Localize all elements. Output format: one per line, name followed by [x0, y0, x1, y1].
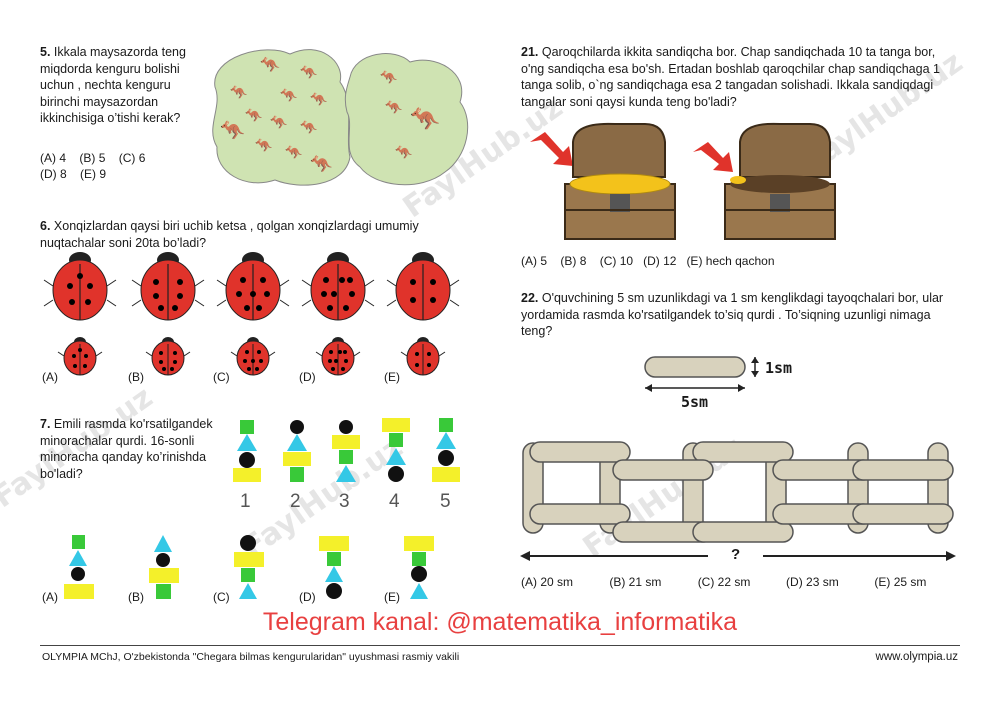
tower-number: 3: [339, 491, 350, 512]
svg-text:🦘: 🦘: [395, 144, 413, 160]
stick-diagram: [644, 356, 759, 392]
svg-text:🦘: 🦘: [310, 91, 328, 107]
question-22: 22. O'quvchining 5 sm uzunlikdagi va 1 s…: [521, 290, 961, 340]
option-c[interactable]: (C) 22 sm: [697, 575, 751, 589]
option-b[interactable]: (B): [128, 370, 144, 384]
question-6: 6. Xonqizlardan qaysi biri uchib ketsa ,…: [40, 218, 460, 251]
option-a[interactable]: (A) 5: [521, 254, 548, 268]
option-c[interactable]: (C): [213, 590, 230, 604]
svg-text:🦘: 🦘: [300, 119, 318, 135]
svg-text:🦘: 🦘: [260, 56, 280, 74]
option-a[interactable]: (A): [42, 370, 58, 384]
option-d[interactable]: (D) 23 sm: [786, 575, 839, 589]
tower-number: 4: [389, 491, 400, 512]
answer-options: (A) 5 (B) 8 (C) 10 (D) 12 (E) hech qacho…: [521, 254, 775, 268]
option-e[interactable]: (E) hech qachon: [686, 254, 775, 268]
option-d[interactable]: (D) 12: [643, 254, 677, 268]
question-text: O'quvchining 5 sm uzunlikdagi va 1 sm ke…: [521, 291, 944, 338]
option-d[interactable]: (D) 8: [40, 167, 67, 181]
svg-text:🦘: 🦘: [410, 106, 440, 133]
width-label: 1sm: [765, 359, 793, 377]
option-e[interactable]: (E) 25 sm: [874, 575, 927, 589]
question-number: 7.: [40, 417, 51, 431]
option-b[interactable]: (B) 8: [560, 254, 587, 268]
length-label: 5sm: [681, 393, 709, 411]
option-e[interactable]: (E): [384, 370, 400, 384]
option-d[interactable]: (D): [299, 590, 316, 604]
svg-text:🦘: 🦘: [230, 84, 248, 100]
svg-text:🦘: 🦘: [220, 120, 245, 142]
tower-number: 5: [440, 491, 451, 512]
option-c[interactable]: (C) 10: [599, 254, 634, 268]
svg-text:🦘: 🦘: [310, 154, 333, 174]
answer-options: (A) 20 sm (B) 21 sm (C) 22 sm (D) 23 sm …: [521, 575, 961, 589]
kangaroo-meadows-image: 🦘 🦘 🦘 🦘 🦘 🦘 🦘 🦘 🦘 🦘 🦘 🦘 🦘 🦘 🦘 🦘: [212, 49, 469, 186]
question-number: 6.: [40, 219, 51, 233]
question-number: 5.: [40, 45, 51, 59]
option-d[interactable]: (D): [299, 370, 316, 384]
question-mark: ?: [731, 546, 741, 563]
question-text: Xonqizlardan qaysi biri uchib ketsa , qo…: [40, 219, 419, 250]
svg-text:🦘: 🦘: [280, 87, 298, 103]
option-c[interactable]: (C) 6: [118, 151, 146, 165]
tower-number: 1: [240, 491, 251, 512]
treasure-chests-image: [530, 122, 836, 240]
question-number: 22.: [521, 291, 539, 305]
option-a[interactable]: (A) 4: [40, 151, 67, 165]
option-a[interactable]: (A): [42, 590, 58, 604]
telegram-channel-link[interactable]: Telegram kanal: @matematika_informatika: [262, 608, 738, 636]
option-b[interactable]: (B): [128, 590, 144, 604]
option-b[interactable]: (B) 5: [79, 151, 106, 165]
footer-divider: [40, 645, 960, 646]
ladybugs-image: [43, 251, 460, 376]
option-a[interactable]: (A) 20 sm: [521, 575, 574, 589]
option-b[interactable]: (B) 21 sm: [609, 575, 662, 589]
svg-text:🦘: 🦘: [245, 107, 263, 123]
svg-text:🦘: 🦘: [300, 64, 318, 80]
question-5: 5. Ikkala maysazorda teng miqdorda kengu…: [40, 44, 200, 127]
footer-website-link[interactable]: www.olympia.uz: [875, 651, 958, 663]
towers-image: [233, 418, 460, 482]
question-number: 21.: [521, 45, 539, 59]
question-text: Ikkala maysazorda teng miqdorda kenguru …: [40, 45, 186, 125]
svg-text:🦘: 🦘: [255, 137, 273, 153]
svg-text:🦘: 🦘: [285, 144, 303, 160]
option-e[interactable]: (E) 9: [80, 167, 107, 181]
tower-number: 2: [290, 491, 301, 512]
tower-options-image: [64, 535, 434, 599]
question-text: Qaroqchilarda ikkita sandiqcha bor. Chap…: [521, 45, 940, 109]
fence-diagram: [520, 441, 956, 561]
option-c[interactable]: (C): [213, 370, 230, 384]
footer-left-text: OLYMPIA MChJ, O'zbekistonda "Chegara bil…: [42, 651, 460, 663]
option-e[interactable]: (E): [384, 590, 400, 604]
svg-text:🦘: 🦘: [380, 69, 398, 85]
question-21: 21. Qaroqchilarda ikkita sandiqcha bor. …: [521, 44, 961, 110]
svg-text:🦘: 🦘: [270, 114, 288, 130]
question-7: 7. Emili rasmda ko'rsatilgandek minorach…: [40, 416, 215, 482]
question-text: Emili rasmda ko'rsatilgandek minorachala…: [40, 417, 213, 481]
answer-options: (A) 4 (B) 5 (C) 6 (D) 8 (E) 9: [40, 150, 180, 182]
svg-text:🦘: 🦘: [385, 99, 403, 115]
